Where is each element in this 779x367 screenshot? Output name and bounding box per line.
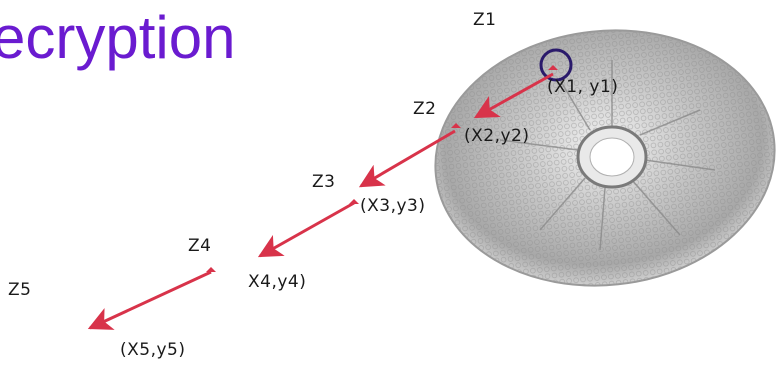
specimen-cross-section <box>434 29 776 287</box>
depth-label-z1: Z1 <box>473 10 497 30</box>
coord-label-5: (X5,y5) <box>120 340 186 360</box>
arrow-4 <box>87 270 212 330</box>
point-markers <box>206 65 558 272</box>
slide-title: ecryption <box>0 4 236 71</box>
coord-label-2: (X2,y2) <box>464 126 530 146</box>
origin-circle <box>539 48 573 82</box>
coord-label-3: (X3,y3) <box>360 196 426 216</box>
depth-label-z3: Z3 <box>312 172 336 192</box>
arrow-1 <box>473 72 554 119</box>
depth-label-z4: Z4 <box>188 236 212 256</box>
arrow-3 <box>257 201 355 258</box>
coord-label-4: X4,y4) <box>248 272 307 292</box>
coord-label-1: (X1, y1) <box>547 77 619 97</box>
depth-label-z2: Z2 <box>413 99 437 119</box>
arrow-2 <box>358 129 456 188</box>
depth-label-z5: Z5 <box>8 280 32 300</box>
projection-arrows <box>87 72 554 330</box>
